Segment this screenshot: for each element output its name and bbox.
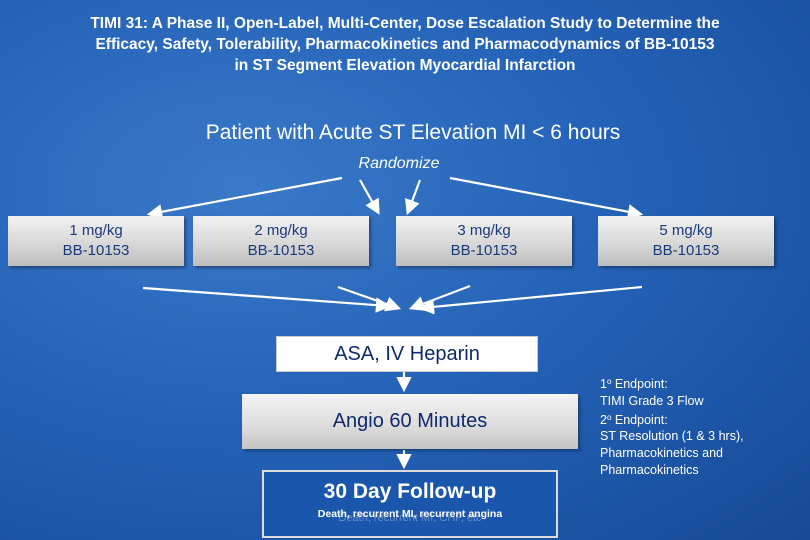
dose-drug: BB-10153 [396,241,572,261]
arrow-randomize-to-dose-4 [450,178,640,214]
secondary-marker: o [607,413,611,422]
primary-marker: o [607,377,611,386]
primary-label: Endpoint: [615,377,668,391]
dose-drug: BB-10153 [8,241,184,261]
asa-heparin-box: ASA, IV Heparin [276,336,538,372]
dose-amount: 2 mg/kg [193,221,369,241]
followup-detail: Death, recurrent MI, recurrent angina [262,508,558,520]
endpoints-panel: 1o Endpoint: TIMI Grade 3 Flow 2o Endpoi… [600,374,800,479]
dose-amount: 5 mg/kg [598,221,774,241]
followup-title: 30 Day Follow-up [262,480,558,504]
dose-box-5mg: 5 mg/kg BB-10153 [598,216,774,266]
secondary-endpoint-value-1: ST Resolution (1 & 3 hrs), [600,428,800,445]
primary-endpoint-value: TIMI Grade 3 Flow [600,393,800,410]
secondary-label: Endpoint: [615,413,668,427]
secondary-endpoint-value-2: Pharmacokinetics and [600,445,800,462]
dose-drug: BB-10153 [193,241,369,261]
primary-endpoint-label: 1o Endpoint: [600,374,800,393]
secondary-endpoint-value-3: Pharmacokinetics [600,462,800,479]
secondary-prefix: 2 [600,413,607,427]
dose-box-2mg: 2 mg/kg BB-10153 [193,216,369,266]
arrow-randomize-to-dose-3 [408,180,420,212]
arrow-dose-4-to-asa [422,287,642,308]
angio-box: Angio 60 Minutes [242,394,578,449]
arrow-randomize-to-dose-2 [360,180,378,212]
dose-drug: BB-10153 [598,241,774,261]
secondary-endpoint-label: 2o Endpoint: [600,410,800,429]
dose-box-3mg: 3 mg/kg BB-10153 [396,216,572,266]
dose-amount: 1 mg/kg [8,221,184,241]
dose-box-1mg: 1 mg/kg BB-10153 [8,216,184,266]
primary-prefix: 1 [600,377,607,391]
arrow-randomize-to-dose-1 [150,178,342,214]
dose-amount: 3 mg/kg [396,221,572,241]
